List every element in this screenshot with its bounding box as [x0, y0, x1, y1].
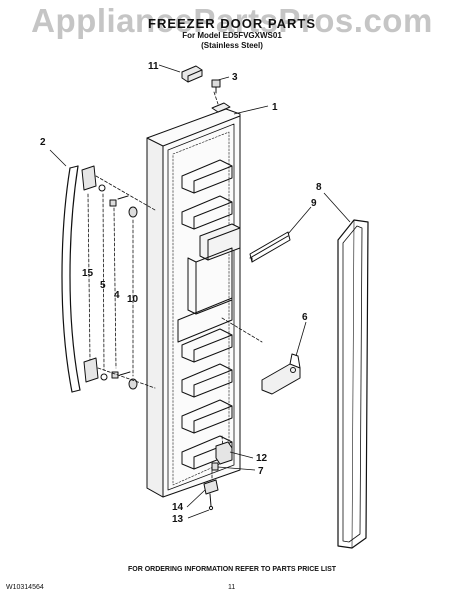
- callout-12: 12: [256, 453, 268, 464]
- lower-door-bins: [181, 328, 233, 470]
- lower-hinge-screw: [211, 462, 219, 471]
- hinge-screw: [211, 79, 221, 94]
- callout-7: 7: [258, 466, 264, 477]
- callout-4: 4: [114, 290, 120, 301]
- page-number: 11: [228, 584, 236, 591]
- callout-10: 10: [127, 294, 139, 305]
- page-title: FREEZER DOOR PARTS: [148, 16, 316, 31]
- door-handle: [61, 165, 99, 393]
- callout-9: 9: [311, 198, 317, 209]
- door-bracket: [261, 353, 301, 395]
- watermark: AppliancePartsPros.com: [31, 2, 433, 39]
- callout-5: 5: [100, 280, 106, 291]
- door-panel: [146, 102, 241, 498]
- callout-1: 1: [272, 102, 278, 113]
- dispenser-strip: [249, 231, 291, 263]
- callout-6: 6: [302, 312, 308, 323]
- upper-door-bins: [181, 159, 233, 230]
- callout-labels: 11 3 1 2 8 9 15 5 4 10 6 12 7 14 13: [40, 61, 322, 525]
- callout-13: 13: [172, 514, 184, 525]
- lower-hinge-block: [215, 441, 233, 465]
- ordering-note: FOR ORDERING INFORMATION REFER TO PARTS …: [127, 566, 337, 573]
- handle-hardware: [98, 184, 138, 390]
- model-line: For Model ED5FVGXWS01: [182, 31, 282, 40]
- lower-hinge-pin: [203, 479, 219, 511]
- callout-2: 2: [40, 137, 46, 148]
- callout-14: 14: [172, 502, 184, 513]
- ice-dispenser-housing: [177, 223, 241, 343]
- leader-lines: [49, 64, 351, 519]
- variant-line: (Stainless Steel): [201, 41, 263, 50]
- callout-11: 11: [148, 61, 159, 72]
- callout-8: 8: [316, 182, 322, 193]
- callout-15: 15: [82, 268, 94, 279]
- callout-3: 3: [232, 72, 238, 83]
- hinge-cap: [181, 65, 203, 83]
- door-gasket: [337, 219, 369, 549]
- document-id: W10314564: [6, 584, 44, 591]
